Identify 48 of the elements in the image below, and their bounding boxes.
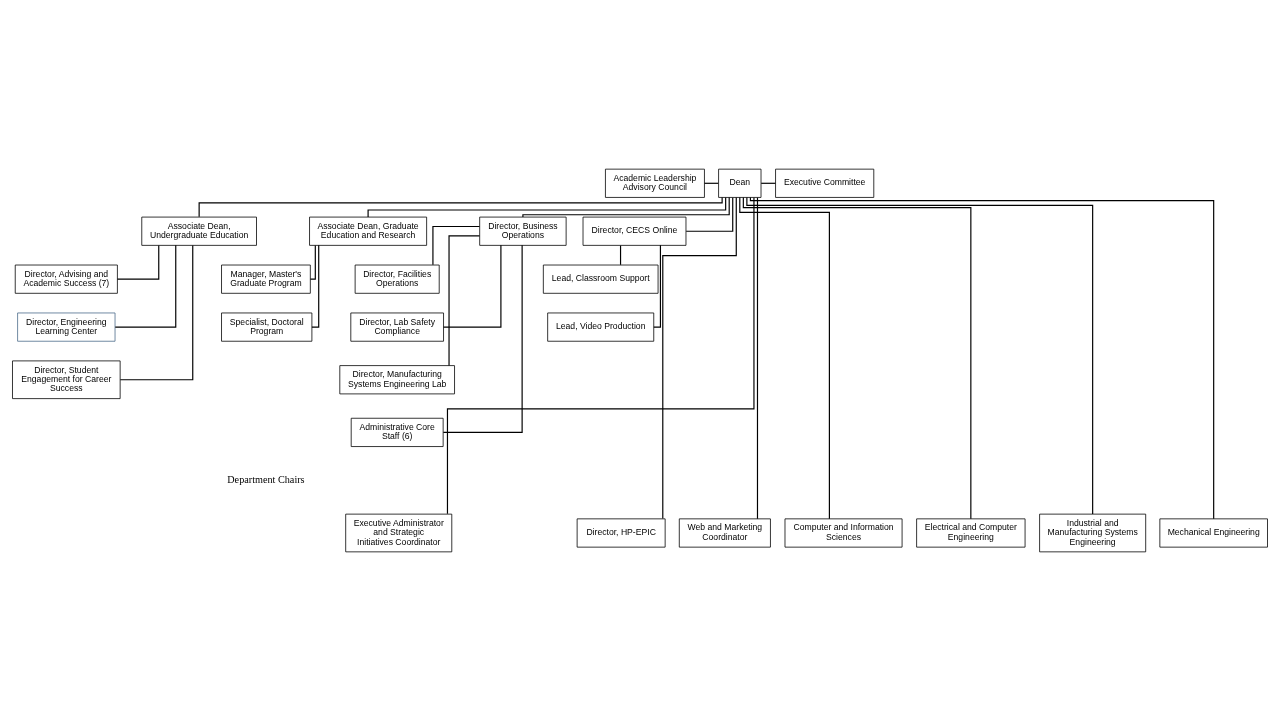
connector <box>685 196 734 232</box>
node-box: Lead, Classroom Support <box>542 264 659 294</box>
connector <box>619 244 622 265</box>
connector <box>446 196 755 514</box>
node-box: Director, Facilities Operations <box>354 264 440 294</box>
connector <box>432 225 481 265</box>
connector <box>749 196 1215 519</box>
connector <box>442 244 523 433</box>
connector <box>311 244 320 328</box>
label: Department Chairs <box>227 473 305 485</box>
connector <box>662 196 737 519</box>
node-box: Manager, Master's Graduate Program <box>221 264 311 294</box>
connector <box>443 244 502 328</box>
connector <box>742 196 972 519</box>
node-box: Lead, Video Production <box>547 312 655 342</box>
connector <box>739 196 830 519</box>
node-box: Academic Leadership Advisory Council <box>605 168 705 198</box>
node-box: Administrative Core Staff (6) <box>350 417 444 447</box>
connector <box>309 244 316 280</box>
node-box: Specialist, Doctoral Program <box>221 312 313 342</box>
node-box: Director, Advising and Academic Success (7) <box>14 264 118 294</box>
connector <box>116 244 160 280</box>
connector <box>522 196 730 218</box>
connector <box>367 196 727 218</box>
node-box: Associate Dean, Graduate Education and Research <box>309 216 428 246</box>
node-box: Director, Manufacturing Systems Engineering Lab <box>339 364 455 394</box>
node-box: Executive Administrator and Strategic Initiatives Coordinator <box>345 513 453 552</box>
node-box: Associate Dean, Undergraduate Education <box>141 216 257 246</box>
node-box: Director, Student Engagement for Career Success <box>12 360 121 399</box>
node-box: Director, CECS Online <box>582 216 687 246</box>
node-box: Dean <box>718 168 762 198</box>
node-box: Director, Lab Safety Compliance <box>350 312 444 342</box>
node-box: Web and Marketing Coordinator <box>678 517 771 548</box>
node-box: Director, Engineering Learning Center <box>17 312 116 342</box>
node-box: Director, HP-EPIC <box>576 517 666 548</box>
node-box: Computer and Information Sciences <box>784 517 903 548</box>
connector <box>448 234 481 366</box>
node-box: Electrical and Computer Engineering <box>916 517 1026 548</box>
connector <box>114 244 177 328</box>
connector <box>746 196 1094 515</box>
connector <box>756 196 759 519</box>
node-box: Director, Business Operations <box>479 216 567 246</box>
node-box: Executive Committee <box>775 168 875 198</box>
connector <box>198 196 723 217</box>
node-box: Mechanical Engineering <box>1159 517 1268 548</box>
connector <box>119 244 194 380</box>
connector <box>653 244 661 328</box>
node-box: Industrial and Manufacturing Systems Engineering <box>1039 513 1147 552</box>
